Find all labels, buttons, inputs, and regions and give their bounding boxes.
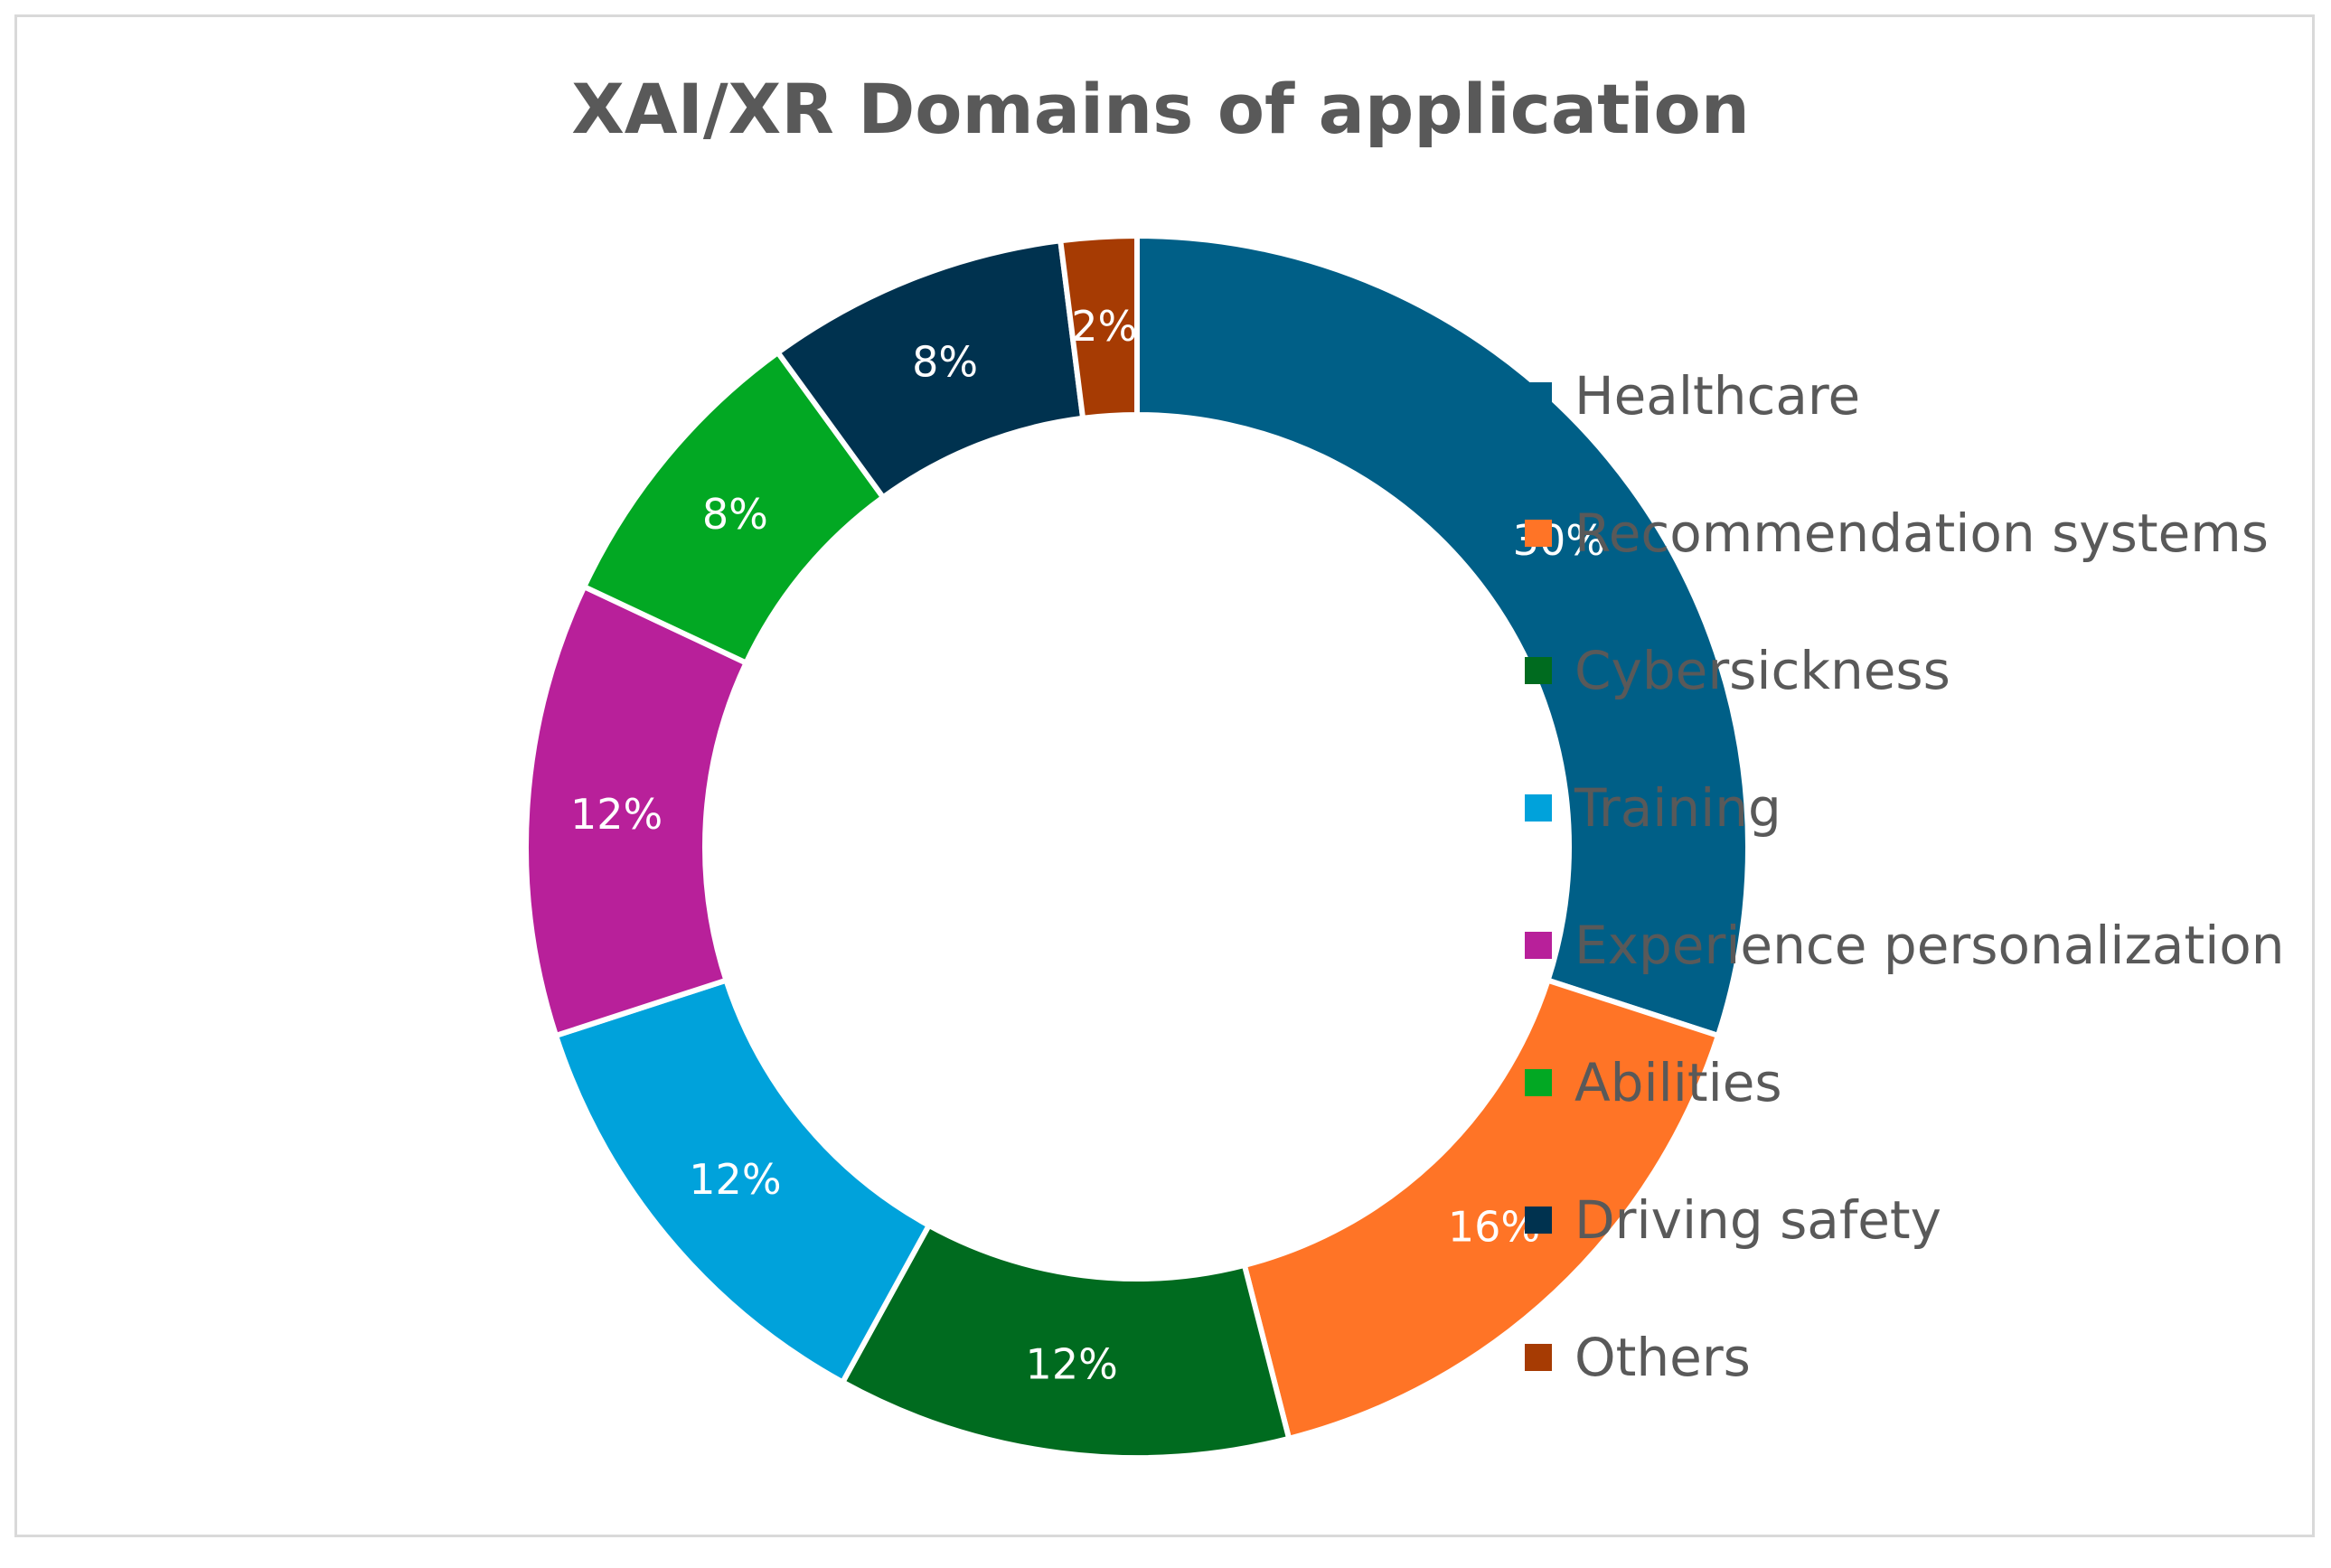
data-label-abilities: 8% [702,490,768,539]
data-label-experience-personalization: 12% [570,790,663,839]
legend-swatch-experience-personalization [1525,932,1552,959]
legend-item-abilities: Abilities [1525,1052,1782,1113]
legend-label-training: Training [1574,777,1781,839]
legend-label-driving-safety: Driving safety [1574,1189,1941,1251]
legend-label-healthcare: Healthcare [1574,365,1860,427]
data-label-training: 12% [689,1155,781,1204]
data-labels: 30%16%12%12%12%8%8%2% [570,302,1605,1388]
slice-recommendation-systems [1241,976,1722,1442]
data-label-cybersickness: 12% [1026,1339,1118,1388]
legend-item-cybersickness: Cybersickness [1525,640,1950,701]
chart-title: XAI/XR Domains of application [571,69,1750,149]
legend-swatch-recommendation-systems [1525,520,1552,547]
legend-item-healthcare: Healthcare [1525,365,1860,427]
legend-label-experience-personalization: Experience personalization [1574,915,2285,976]
donut-chart: XAI/XR Domains of application 30%16%12%1… [522,69,2285,1460]
donut-slices [522,232,1751,1460]
slice-healthcare [1134,232,1751,1039]
data-label-driving-safety: 8% [912,338,978,387]
legend-swatch-healthcare [1525,382,1552,409]
legend-item-experience-personalization: Experience personalization [1525,915,2285,976]
legend-item-others: Others [1525,1327,1751,1388]
legend-label-others: Others [1574,1327,1751,1388]
data-label-others: 2% [1071,302,1137,351]
legend-swatch-training [1525,794,1552,822]
legend-swatch-others [1525,1344,1552,1371]
slice-others [1057,232,1140,422]
legend-label-abilities: Abilities [1574,1052,1782,1113]
legend-label-recommendation-systems: Recommendation systems [1574,502,2269,564]
legend-item-training: Training [1525,777,1781,839]
legend-swatch-abilities [1525,1069,1552,1096]
legend-swatch-cybersickness [1525,657,1552,684]
legend-label-cybersickness: Cybersickness [1574,640,1950,701]
chart-area: XAI/XR Domains of application 30%16%12%1… [14,14,2315,1537]
legend-item-driving-safety: Driving safety [1525,1189,1941,1251]
legend-item-recommendation-systems: Recommendation systems [1525,502,2269,564]
legend-swatch-driving-safety [1525,1207,1552,1234]
